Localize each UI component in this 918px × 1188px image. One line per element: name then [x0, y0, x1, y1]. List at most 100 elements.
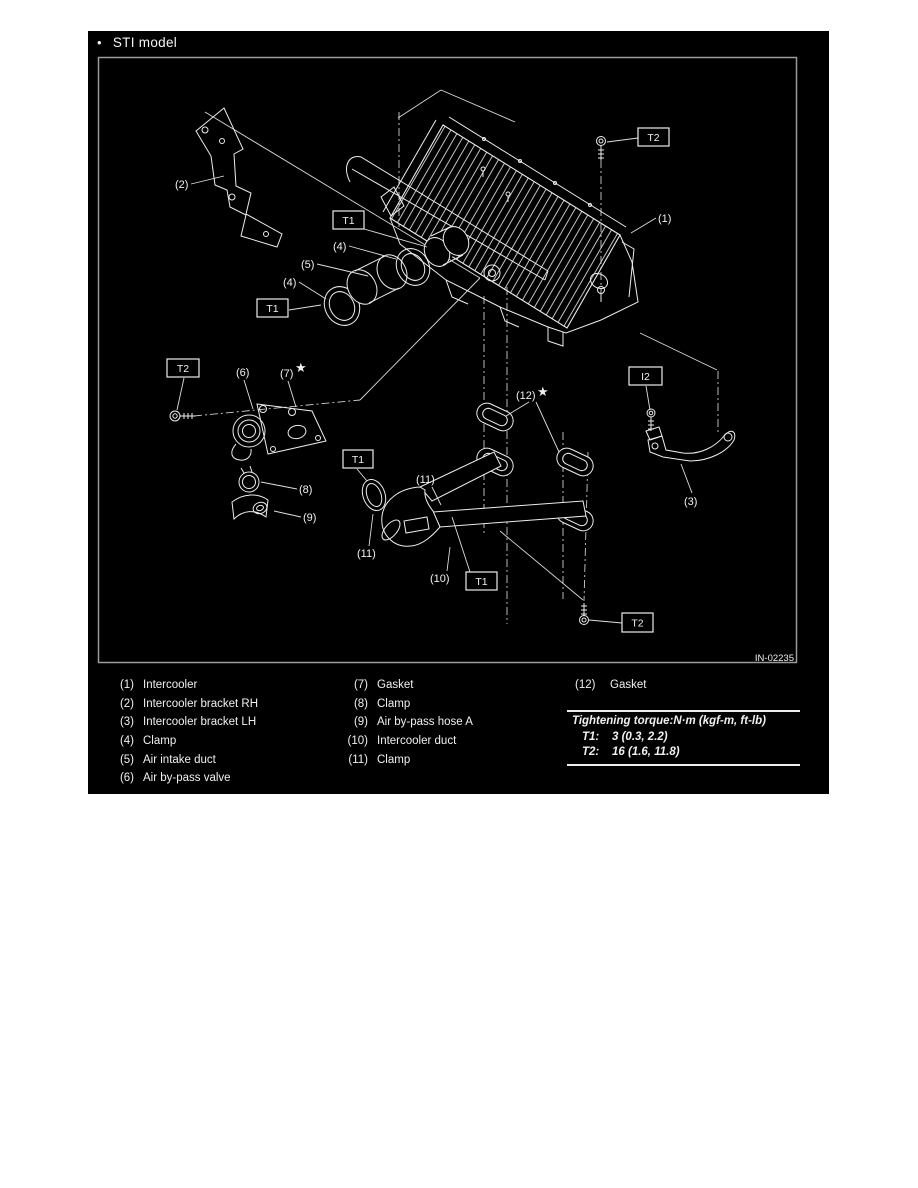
tag-label: T1 [352, 454, 364, 466]
legend-item-number: (6) [119, 772, 134, 785]
callout-3: (3) [684, 496, 697, 508]
bolt-bottom [579, 603, 589, 625]
torque-tags: T2 T1 T1 T2 T1 [166, 127, 670, 633]
legend-item: (4)Clamp [108, 732, 258, 751]
leader-lines [176, 137, 693, 624]
legend-column-1: (1) Intercooler (2) Intercooler bracket RH… [108, 676, 258, 788]
air-bypass-valve [231, 403, 327, 461]
legend-item-label: Gasket [377, 679, 414, 691]
legend-item-label: Intercooler duct [377, 735, 457, 748]
clamp-8 [238, 465, 260, 493]
callout-9: (9) [303, 512, 316, 524]
section-title: STI model [112, 35, 178, 50]
diagram-panel: • STI model [88, 31, 829, 794]
tag-label: T1 [342, 215, 354, 227]
front-pipe [346, 156, 549, 281]
star-icon: ★ [537, 384, 549, 399]
legend-item-number: (7) [353, 679, 368, 691]
callout-4b: (4) [283, 277, 296, 289]
callout-5: (5) [301, 259, 314, 271]
legend-item: (1) Intercooler [108, 676, 258, 695]
legend-item-label: Air by-pass hose A [377, 716, 473, 729]
legend-item: (6) Air by-pass valve [108, 769, 258, 788]
part-callouts: (1) (2) (4) (5) (4) (6) (7) (8) (9) (11)… [175, 179, 697, 585]
tag-label: I2 [641, 371, 650, 383]
tag-label: T1 [266, 303, 278, 315]
tag-t2-left: T2 [166, 358, 200, 378]
torque-id: T2: [582, 746, 600, 758]
bolt-right [646, 408, 656, 431]
torque-row-t1: T1:3 (0.3, 2.2) [567, 730, 800, 745]
legend-item-number: (2) [119, 697, 134, 710]
bullet-icon: • [97, 35, 102, 50]
star-icon: ★ [295, 360, 307, 375]
tag-label: T2 [631, 618, 643, 630]
legend-item-number: (4) [119, 735, 134, 748]
torque-spec-table: Tightening torque:N·m (kgf-m, ft-lb) T1:… [567, 710, 800, 766]
legend-item: (11) Clamp [340, 751, 473, 770]
intercooler [380, 116, 639, 347]
legend-item: (2) Intercooler bracket RH [108, 695, 258, 714]
section-header: • STI model [97, 35, 177, 50]
tag-t2-top: T2 [637, 127, 670, 147]
legend-item-label: Air by-pass valve [143, 772, 231, 785]
torque-value: 16 (1.6, 11.8) [612, 746, 680, 758]
tag-label: T1 [475, 576, 487, 588]
tag-t1-duct-clamp: T1 [342, 449, 374, 469]
torque-id: T1: [582, 731, 600, 743]
intercooler-bracket-lh [645, 426, 736, 462]
legend-item-number: (5) [119, 753, 134, 766]
legend-item: (8) Clamp [340, 695, 473, 714]
legend-item-label: Clamp [377, 697, 411, 710]
air-intake-duct [346, 254, 408, 305]
legend-item-number: (3) [119, 716, 134, 729]
callout-2: (2) [175, 179, 188, 191]
legend-item: (3) Intercooler bracket LH [108, 713, 258, 732]
exploded-view-figure: T2 T1 T1 T2 T1 [97, 56, 798, 664]
legend-item-label: Intercooler bracket LH [143, 716, 257, 729]
bolt-top [596, 136, 606, 160]
legend-column-3: (12) Gasket [575, 676, 646, 695]
legend-item: (9)Air by-pass hose A [340, 713, 473, 732]
legend-item-label: Intercooler bracket RH [143, 697, 259, 710]
bolt-left [169, 410, 195, 422]
callout-8: (8) [299, 484, 312, 496]
torque-row-t2: T2: 16 (1.6, 11.8) [567, 745, 800, 760]
legend-column-2: (7) Gasket (8) Clamp (9)Air by-pass hose A… [340, 676, 473, 769]
intercooler-duct [381, 451, 587, 547]
legend-item-number: (8) [353, 697, 368, 710]
legend-item: (5) Air intake duct [108, 751, 258, 770]
figure-border [97, 56, 798, 664]
tag-label: T2 [647, 132, 659, 144]
torque-table-title: Tightening torque:N·m (kgf-m, ft-lb) [572, 715, 766, 727]
clamp-11 [361, 479, 387, 511]
legend-item-number: (12) [575, 679, 596, 691]
legend-item-label: Intercooler [143, 679, 198, 691]
callout-4a: (4) [333, 241, 346, 253]
callout-7: (7) [280, 368, 293, 380]
legend-item-number: (10) [347, 735, 368, 748]
legend-item-label: Clamp [377, 753, 411, 766]
legend-item: (10) Intercooler duct [340, 732, 473, 751]
tag-t1-intake-upper: T1 [332, 210, 365, 230]
intercooler-bracket-rh [195, 107, 283, 248]
legend-item-label: Gasket [610, 679, 647, 691]
legend-item: (7) Gasket [340, 676, 473, 695]
tag-label: T2 [177, 363, 189, 375]
tag-t2-bottom: T2 [621, 612, 654, 633]
callout-10: (10) [430, 573, 450, 585]
callout-11a: (11) [357, 548, 376, 560]
callout-1: (1) [658, 213, 671, 225]
tag-t1-intake-lower: T1 [256, 298, 289, 318]
legend-item-number: (1) [119, 679, 134, 691]
air-bypass-hose-a [231, 494, 269, 521]
callout-6: (6) [236, 367, 249, 379]
callout-12: (12) [516, 390, 536, 402]
callout-11b: (11) [416, 474, 435, 486]
legend-item-number: (11) [348, 753, 368, 766]
legend-item-label: Air intake duct [143, 753, 216, 766]
figure-code: IN-02235 [755, 653, 794, 664]
legend-item: (12) Gasket [575, 676, 646, 695]
tag-i2-right: I2 [628, 366, 663, 386]
